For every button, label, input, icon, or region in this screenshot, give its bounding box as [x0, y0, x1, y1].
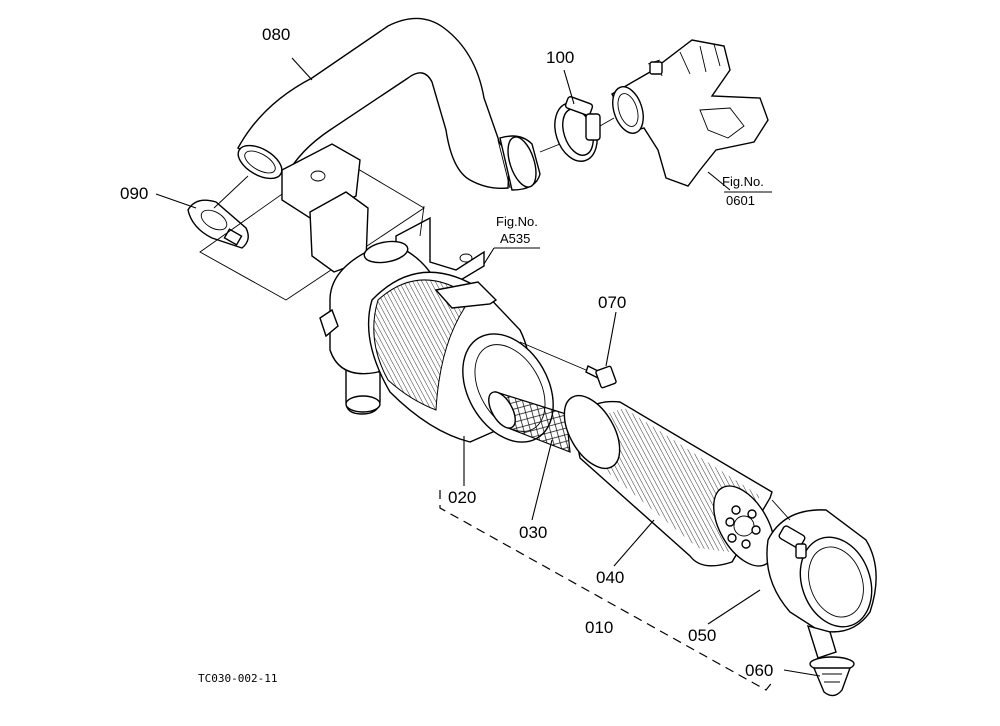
callout-040: 040: [596, 568, 624, 587]
engine-intake-reference-0601: [611, 39, 769, 187]
assembly-bracket-010: [439, 490, 775, 691]
air-cleaner-body-020: [319, 240, 554, 443]
callout-080: 080: [262, 25, 290, 44]
callout-010: 010: [585, 618, 613, 637]
hose-clamp-100: [554, 96, 601, 162]
callout-030: 030: [519, 523, 547, 542]
callout-020: 020: [448, 488, 476, 507]
fig-0601-label: Fig.No.: [722, 174, 764, 189]
callout-060: 060: [745, 661, 773, 680]
evacuator-valve-060: [809, 656, 855, 697]
mounting-bracket-reference-a535: [199, 143, 485, 301]
drawing-code: TC030-002-11: [198, 672, 277, 685]
safety-element-030: [488, 391, 571, 453]
primary-element-040: [563, 394, 775, 567]
callout-050: 050: [688, 626, 716, 645]
fig-a535-number: A535: [500, 231, 530, 246]
callout-090: 090: [120, 184, 148, 203]
leader-lines: [155, 57, 821, 677]
hose-clamp-090: [187, 199, 249, 249]
intake-hose-080: [237, 17, 541, 191]
callout-100: 100: [546, 48, 574, 67]
callout-070: 070: [598, 293, 626, 312]
cover-050: [766, 509, 877, 659]
fig-0601-number: 0601: [726, 193, 755, 208]
bolt-070: [585, 365, 617, 389]
assembly-guide-lines: [213, 117, 791, 521]
fig-a535-label: Fig.No.: [496, 214, 538, 229]
